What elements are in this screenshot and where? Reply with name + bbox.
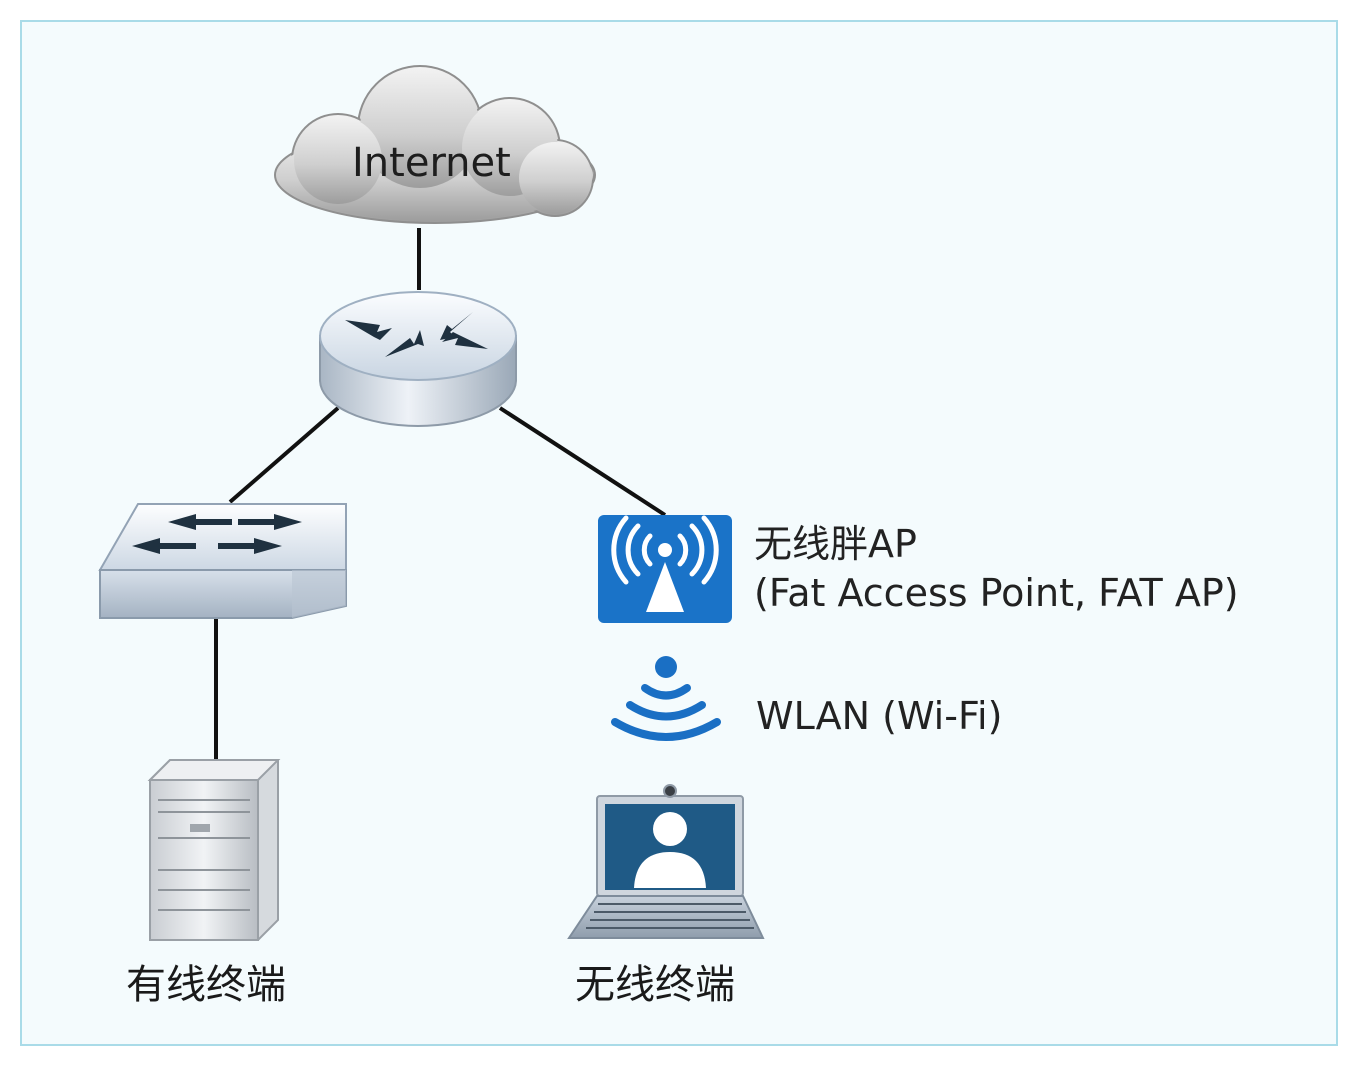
access-point-icon — [598, 515, 732, 623]
laptop-icon — [567, 784, 765, 939]
wlan-label: WLAN (Wi-Fi) — [756, 694, 1003, 738]
wired-terminal-label: 有线终端 — [126, 962, 286, 1008]
links — [214, 228, 667, 760]
switch-icon — [98, 503, 347, 619]
wifi-icon — [611, 656, 721, 741]
link-router-ap — [498, 406, 667, 517]
router-icon — [319, 291, 517, 427]
fat-ap-description: (Fat Access Point, FAT AP) — [754, 571, 1239, 615]
cloud-icon — [274, 65, 596, 224]
link-router-switch — [228, 406, 340, 504]
wireless-terminal-label: 无线终端 — [575, 962, 735, 1008]
fat-ap-name: 无线胖AP — [754, 522, 917, 566]
server-icon — [147, 759, 281, 941]
internet-label: Internet — [352, 140, 511, 186]
